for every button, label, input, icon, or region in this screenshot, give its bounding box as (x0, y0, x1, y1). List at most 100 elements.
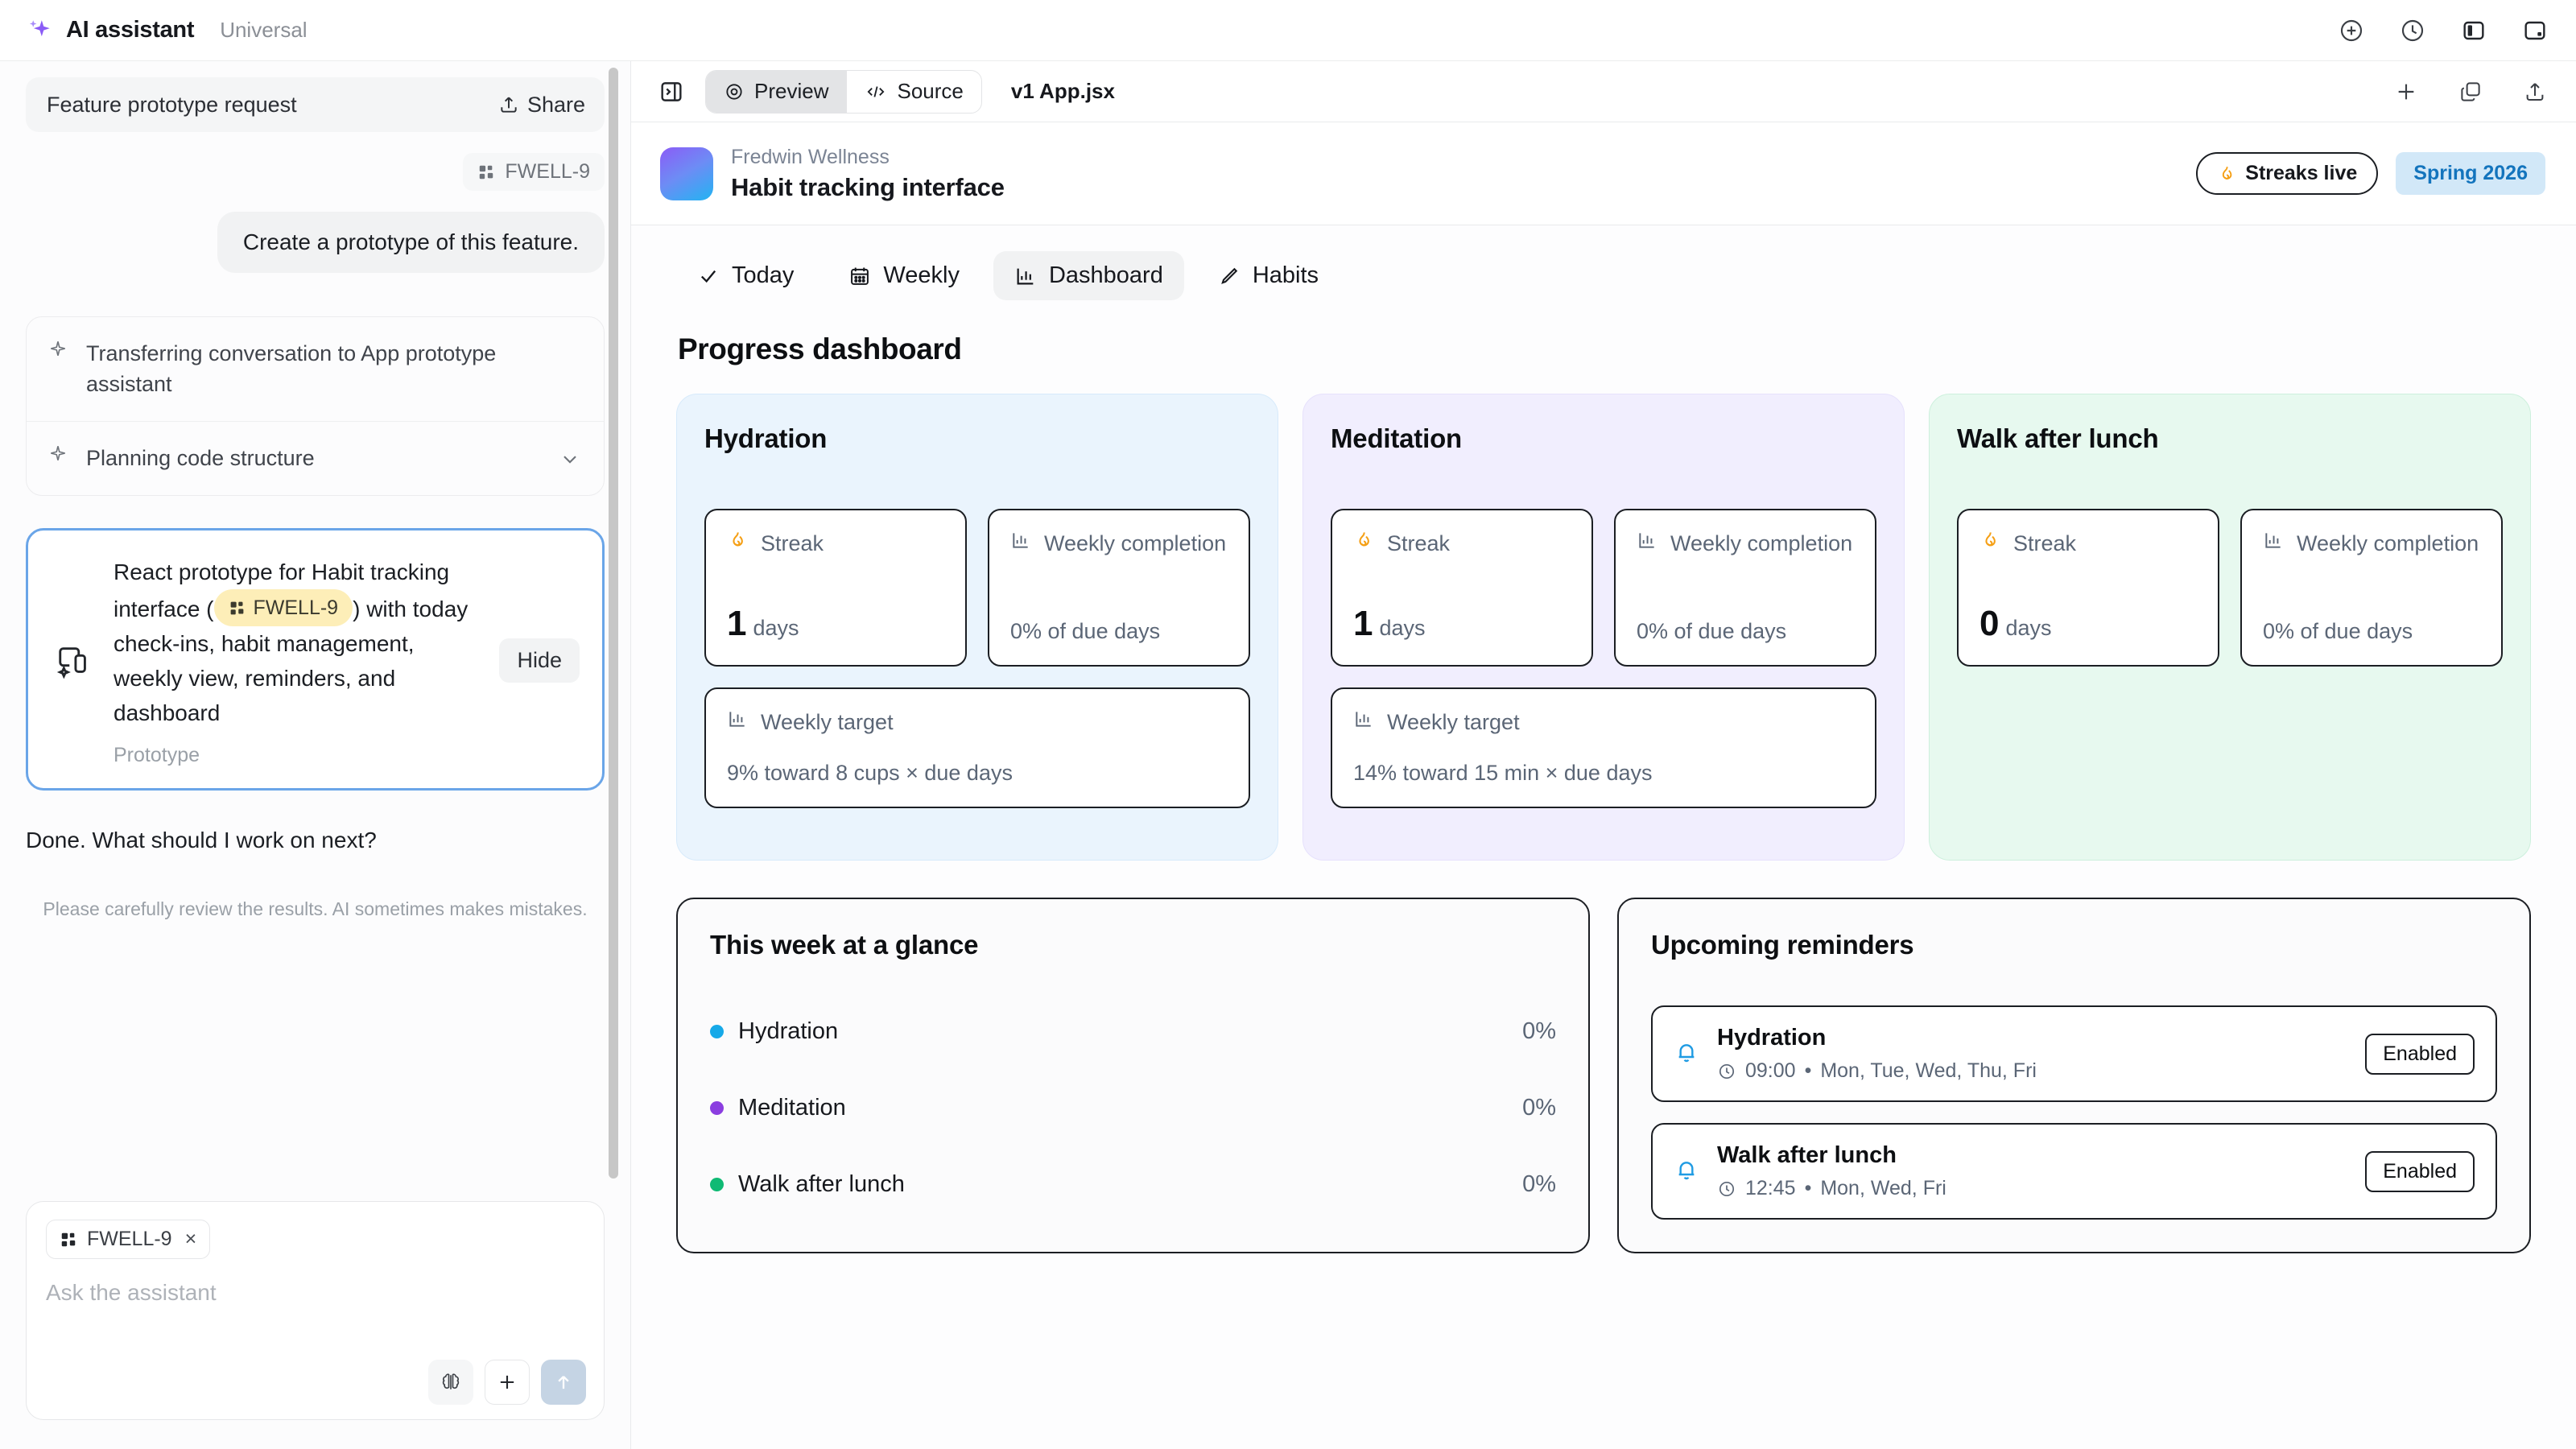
prototype-device-icon (56, 638, 93, 683)
tab-dashboard-label: Dashboard (1048, 262, 1163, 288)
tab-habits[interactable]: Habits (1197, 251, 1340, 300)
flame-icon (1359, 532, 1369, 547)
share-upload-icon[interactable] (2521, 78, 2549, 105)
app-brand: AI assistant Universal (26, 17, 308, 44)
sparkle-small-icon (47, 338, 68, 363)
glance-name: Walk after lunch (738, 1171, 905, 1197)
reminder-meta: 09:00 • Mon, Tue, Wed, Thu, Fri (1717, 1059, 2347, 1083)
global-topbar: AI assistant Universal (0, 0, 2576, 61)
prototype-text-before: React prototype for Habit tracking inter… (114, 559, 450, 621)
context-chip-label: FWELL-9 (505, 160, 590, 183)
stat-head: Streak (1979, 530, 2197, 558)
step-item-transferring[interactable]: Transferring conversation to App prototy… (27, 317, 604, 421)
bar-chart-icon (729, 712, 745, 727)
prototype-issue-tag[interactable]: FWELL-9 (213, 588, 353, 627)
brain-icon[interactable] (428, 1360, 473, 1405)
plus-icon[interactable] (485, 1360, 530, 1405)
sparkle-logo-icon (26, 17, 53, 44)
stat-label: Weekly target (1387, 710, 1520, 734)
tab-source[interactable]: Source (846, 70, 980, 113)
reminder-separator: • (1804, 1059, 1812, 1082)
check-icon (701, 270, 716, 283)
bell-icon (1674, 1157, 1699, 1187)
close-icon[interactable]: × (184, 1228, 197, 1250)
topbar-icon-group (2338, 17, 2549, 44)
composer-context-chip[interactable]: FWELL-9 × (46, 1220, 211, 1259)
message-composer[interactable]: FWELL-9 × Ask the assistant (26, 1201, 605, 1420)
share-label: Share (526, 92, 585, 117)
page-title: Habit tracking interface (731, 172, 1005, 201)
stat-weekly-completion: Weekly completion 0% of due days (1614, 509, 1876, 667)
toggle-sidebar-icon[interactable] (655, 76, 687, 108)
tab-today[interactable]: Today (676, 251, 815, 300)
stat-label: Streak (1387, 531, 1451, 555)
add-circle-icon[interactable] (2338, 17, 2365, 44)
streak-unit: days (753, 616, 799, 640)
tab-preview[interactable]: Preview (706, 70, 847, 113)
prototype-card-body: React prototype for Habit tracking inter… (114, 555, 478, 767)
hide-button[interactable]: Hide (499, 638, 580, 683)
glance-row: Meditation 0% (710, 1082, 1556, 1134)
tab-preview-label: Preview (754, 79, 829, 103)
streak-number: 1 (1353, 604, 1373, 643)
conversation-scroll-area[interactable]: Feature prototype request Share (0, 61, 630, 1183)
context-chip[interactable]: FWELL-9 (463, 153, 605, 191)
flame-icon (1985, 532, 1996, 547)
send-arrow-icon[interactable] (541, 1360, 586, 1405)
glance-name: Meditation (738, 1095, 846, 1121)
step-item-planning[interactable]: Planning code structure (27, 420, 604, 495)
reminder-row-walk-after-lunch[interactable]: Walk after lunch 12:45 • Mon, Wed, Fri (1651, 1123, 2497, 1220)
stat-value: 0% of due days (1010, 619, 1161, 643)
reminder-separator: • (1804, 1177, 1812, 1199)
stat-label: Streak (2013, 531, 2077, 555)
tab-dashboard[interactable]: Dashboard (993, 251, 1184, 300)
right-panel-icon[interactable] (2521, 17, 2549, 44)
section-title: Progress dashboard (678, 332, 962, 365)
grid-squares-icon (230, 601, 243, 614)
stat-head: Weekly target (1353, 708, 1854, 737)
tab-weekly[interactable]: Weekly (828, 251, 980, 300)
stat-value: 14% toward 15 min × due days (1353, 761, 1653, 785)
habit-card-hydration: Hydration Streak (676, 394, 1278, 861)
conversation-header: Feature prototype request Share (26, 77, 605, 132)
prototype-result-card[interactable]: React prototype for Habit tracking inter… (26, 527, 605, 791)
app-logo (660, 147, 713, 200)
stat-head: Streak (1353, 530, 1571, 558)
composer-input[interactable]: Ask the assistant (46, 1280, 217, 1305)
glance-percent: 0% (1522, 1018, 1556, 1044)
prototype-tag-label: FWELL-9 (253, 596, 339, 619)
copy-icon[interactable] (2457, 78, 2484, 105)
bell-icon (1674, 1039, 1699, 1069)
assistant-sidebar: Feature prototype request Share (0, 61, 631, 1449)
user-message-row: Create a prototype of this feature. (26, 212, 605, 273)
left-panel-icon[interactable] (2460, 17, 2487, 44)
history-clock-icon[interactable] (2399, 17, 2426, 44)
main-split: Feature prototype request Share (0, 61, 2576, 1449)
reminder-body: Hydration 09:00 • Mon, Tue, Wed, Thu, Fr… (1717, 1025, 2347, 1083)
reminder-row-hydration[interactable]: Hydration 09:00 • Mon, Tue, Wed, Thu, Fr… (1651, 1005, 2497, 1102)
step-label: Planning code structure (86, 445, 315, 470)
app-name: AI assistant (66, 17, 195, 43)
prototype-app-header: Fredwin Wellness Habit tracking interfac… (631, 122, 2576, 225)
chevron-down-icon[interactable] (559, 443, 581, 474)
stat-label: Weekly target (761, 710, 894, 734)
sidebar-scrollbar[interactable] (609, 68, 618, 1179)
stat-weekly-target: Weekly target 14% toward 15 min × due da… (1331, 687, 1876, 808)
file-name-label: v1 App.jsx (1010, 79, 1115, 103)
share-button[interactable]: Share (498, 93, 585, 118)
legend-dot-meditation (710, 1101, 724, 1115)
stat-weekly-completion: Weekly completion 0% of due days (988, 509, 1250, 667)
legend-dot-hydration (710, 1025, 724, 1038)
reminder-meta: 12:45 • Mon, Wed, Fri (1717, 1177, 2347, 1200)
reminder-toggle-button[interactable]: Enabled (2365, 1033, 2475, 1075)
stat-value: 0% of due days (2263, 619, 2413, 643)
preview-toolbar-icons (2392, 78, 2549, 105)
plus-icon[interactable] (2392, 78, 2420, 105)
bottom-panels-grid: This week at a glance Hydration 0% Medit… (676, 898, 2531, 1253)
reminder-toggle-button[interactable]: Enabled (2365, 1150, 2475, 1192)
composer-chip-label: FWELL-9 (87, 1228, 172, 1250)
user-message: Create a prototype of this feature. (217, 212, 605, 273)
stat-head: Weekly target (727, 708, 1228, 737)
